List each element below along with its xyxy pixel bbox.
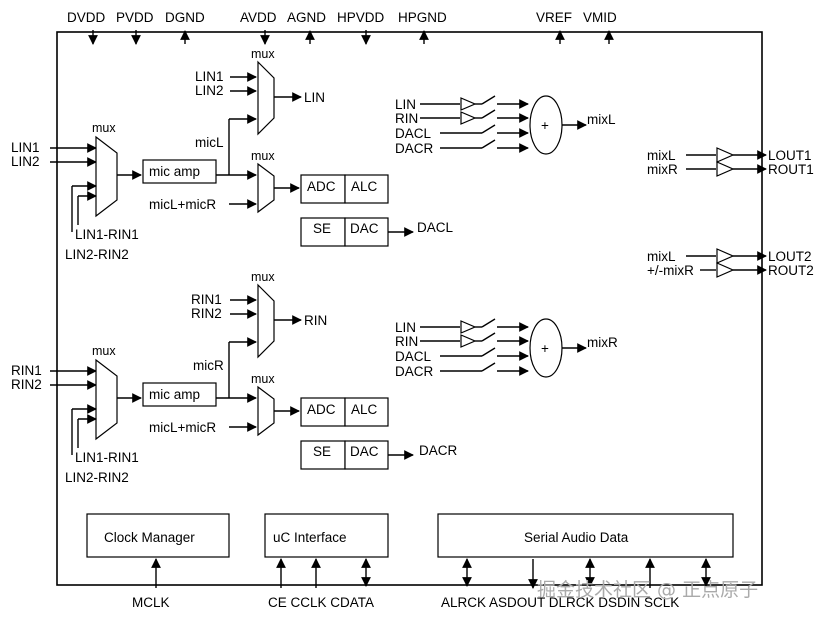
left-adc-mux-in-label: micL+micR (149, 197, 216, 212)
pin-hpgnd: HPGND (398, 10, 447, 25)
right-adc-mux-label: mux (251, 372, 275, 386)
left-diff2-label: LIN2-RIN2 (65, 247, 129, 262)
mixer-left-out-label: mixL (587, 112, 616, 127)
pin-vref: VREF (536, 10, 572, 25)
right-adc-mux (257, 385, 275, 437)
left-se-label: SE (313, 221, 331, 236)
right-mic-amp-label: mic amp (149, 387, 200, 402)
right-bypass-out-label: RIN (304, 313, 327, 328)
mixer-left-plus: + (541, 118, 549, 133)
right-bypass-in2-label: RIN2 (191, 306, 222, 321)
left-mic-label: micL (195, 135, 224, 150)
right-channel: RIN1 RIN2 mux LIN1-RIN1 LIN2-RIN2 mic am… (11, 270, 458, 485)
right-bypass-in1-label: RIN1 (191, 292, 222, 307)
pin-vmid: VMID (583, 10, 617, 25)
left-input-mux (95, 135, 118, 218)
mixer-left-in-dacl: DACL (395, 126, 432, 141)
right-mic-amp (142, 382, 217, 407)
left-alc-label: ALC (351, 179, 378, 194)
left-mic-amp-label: mic amp (149, 164, 200, 179)
pin-pvdd: PVDD (116, 10, 154, 25)
left-adc-mux-label: mux (251, 149, 275, 163)
pin-dgnd: DGND (165, 10, 205, 25)
output-2: mixL +/-mixR LOUT2 ROUT2 (647, 248, 814, 278)
left-se-block (300, 217, 346, 247)
mixer-left-in-rin: RIN (395, 111, 418, 126)
serial-audio-block (437, 513, 734, 558)
mixer-right-plus: + (541, 341, 549, 356)
pin-hpvdd: HPVDD (337, 10, 385, 25)
chip-outline (56, 31, 763, 586)
output1-out-b: ROUT1 (768, 162, 814, 177)
left-input-mux-label: mux (92, 121, 116, 135)
mixer-right-in-dacr: DACR (395, 364, 434, 379)
right-dac-label: DAC (350, 444, 379, 459)
right-diff1-label: LIN1-RIN1 (75, 450, 139, 465)
left-channel: LIN1 LIN2 mux LIN1-RIN1 LIN2-RIN2 mic am… (11, 47, 454, 262)
mixer-left-in-lin: LIN (395, 97, 416, 112)
left-bypass-mux (257, 60, 275, 136)
left-adc-label: ADC (307, 179, 336, 194)
right-bypass-mux (257, 283, 275, 359)
uc-interface-label: uC Interface (273, 530, 347, 545)
right-mic-label: micR (193, 358, 224, 373)
mixer-right: LIN RIN DACL DACR + mixR (395, 318, 618, 379)
mixer-left-in-dacr: DACR (395, 141, 434, 156)
right-se-label: SE (313, 444, 331, 459)
right-diff2-label: LIN2-RIN2 (65, 470, 129, 485)
clock-manager-block (86, 513, 230, 558)
left-bypass-in2-label: LIN2 (195, 83, 224, 98)
mixer-right-in-dacl: DACL (395, 349, 432, 364)
left-dac-label: DAC (350, 221, 379, 236)
output2-out-a: LOUT2 (768, 249, 812, 264)
pin-serial-group: ALRCK ASDOUT DLRCK DSDIN SCLK (441, 595, 679, 610)
pin-mclk: MCLK (132, 595, 170, 610)
output1-out-a: LOUT1 (768, 148, 812, 163)
left-bypass-in1-label: LIN1 (195, 69, 224, 84)
pin-ctrl-group: CE CCLK CDATA (268, 595, 374, 610)
mixer-right-out-label: mixR (587, 335, 618, 350)
clock-manager-label: Clock Manager (104, 530, 195, 545)
pin-agnd: AGND (287, 10, 326, 25)
mixer-right-in-rin: RIN (395, 334, 418, 349)
output2-in-b: +/-mixR (647, 263, 694, 278)
bottom-blocks: Clock Manager uC Interface Serial Audio … (86, 513, 734, 610)
pin-dvdd: DVDD (67, 10, 106, 25)
right-adc-label: ADC (307, 402, 336, 417)
right-adc-mux-in-label: micL+micR (149, 420, 216, 435)
output2-out-b: ROUT2 (768, 263, 814, 278)
watermark: 掘金技术社区 @ 正点原子 (537, 579, 758, 601)
right-alc-block (344, 397, 389, 427)
output1-in-a: mixL (647, 148, 676, 163)
left-in2-label: LIN2 (11, 154, 40, 169)
left-diff1-label: LIN1-RIN1 (75, 227, 139, 242)
left-mic-amp (142, 159, 217, 184)
uc-interface-block (264, 513, 389, 558)
left-dac-out-label: DACL (417, 220, 454, 235)
mixer-right-in-lin: LIN (395, 320, 416, 335)
left-alc-block (344, 174, 389, 204)
output2-in-a: mixL (647, 249, 676, 264)
left-adc-block (300, 174, 346, 204)
left-adc-mux (257, 162, 275, 214)
right-dac-block (344, 440, 389, 470)
serial-audio-label: Serial Audio Data (524, 530, 629, 545)
right-in1-label: RIN1 (11, 363, 42, 378)
right-alc-label: ALC (351, 402, 378, 417)
left-bypass-mux-label: mux (251, 47, 275, 61)
right-in2-label: RIN2 (11, 377, 42, 392)
left-in1-label: LIN1 (11, 140, 40, 155)
mixer-left: LIN RIN DACL DACR + mixL (395, 95, 616, 156)
right-input-mux (95, 358, 118, 441)
output1-in-b: mixR (647, 162, 678, 177)
right-input-mux-label: mux (92, 344, 116, 358)
right-bypass-mux-label: mux (251, 270, 275, 284)
output-1: mixL mixR LOUT1 ROUT1 (647, 147, 814, 177)
right-dac-out-label: DACR (419, 443, 458, 458)
left-bypass-out-label: LIN (304, 90, 325, 105)
top-pins: DVDD PVDD DGND AVDD AGND HPVDD HPGND VRE… (67, 10, 617, 45)
pin-avdd: AVDD (240, 10, 277, 25)
